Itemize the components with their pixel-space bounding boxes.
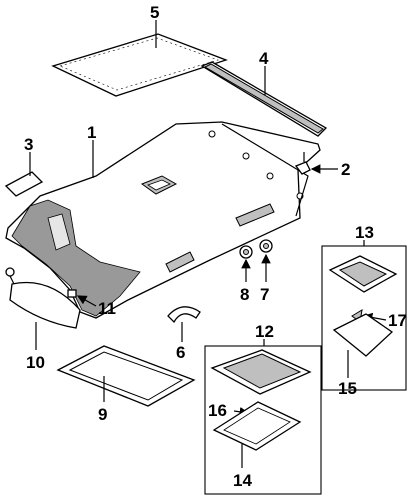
label-4: 4 <box>259 49 269 68</box>
label-15: 15 <box>338 379 357 398</box>
group-box-12 <box>204 345 322 495</box>
lamp-housing-12 <box>210 349 312 395</box>
label-3: 3 <box>24 135 33 154</box>
clip-2 <box>294 152 311 175</box>
label-1: 1 <box>87 123 96 142</box>
label-16: 16 <box>208 401 227 420</box>
trim-strip <box>200 61 328 137</box>
pad-3 <box>4 171 44 197</box>
label-7: 7 <box>260 285 269 304</box>
grab-handle <box>167 306 201 324</box>
label-17: 17 <box>388 311 407 330</box>
label-10: 10 <box>26 353 45 372</box>
label-11: 11 <box>98 299 116 318</box>
lens-14 <box>212 401 302 451</box>
clip-7 <box>259 239 273 253</box>
label-5: 5 <box>150 3 159 22</box>
frame-seal <box>56 345 196 407</box>
clip-8 <box>239 245 253 259</box>
lamp-housing-13 <box>328 255 398 293</box>
lens-15 <box>332 313 394 357</box>
label-9: 9 <box>98 405 107 424</box>
label-8: 8 <box>240 285 249 304</box>
part-labels: 5 4 1 3 2 13 8 7 11 17 12 6 10 15 16 9 1… <box>24 3 407 490</box>
label-2: 2 <box>341 160 350 179</box>
label-12: 12 <box>255 322 274 341</box>
label-14: 14 <box>233 471 252 490</box>
leader-11 <box>76 295 97 307</box>
sun-visor <box>5 267 81 329</box>
headliner <box>5 121 321 319</box>
label-6: 6 <box>176 343 185 362</box>
visor-clip <box>67 289 77 298</box>
sunroof-panel <box>51 33 228 97</box>
label-13: 13 <box>355 223 374 242</box>
